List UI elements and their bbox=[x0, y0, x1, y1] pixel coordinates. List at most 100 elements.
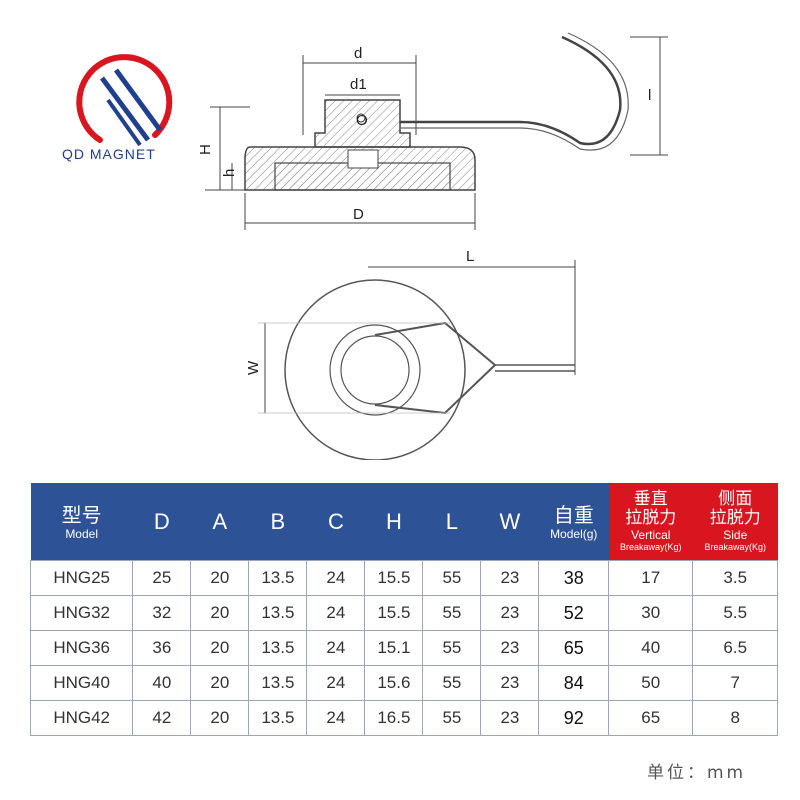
header-vertical-zh2: 拉脱力 bbox=[625, 508, 677, 528]
header-h: H bbox=[364, 483, 423, 561]
cell-vertical-breakaway: 65 bbox=[608, 700, 694, 736]
header-weight-zh: 自重 bbox=[553, 502, 594, 527]
cell-a: 20 bbox=[190, 700, 250, 736]
cell-side-breakaway: 5.5 bbox=[692, 595, 778, 631]
header-side-breakaway: 侧面 拉脱力 Side Breakaway(Kg) bbox=[692, 483, 778, 561]
top-view-drawing: L W bbox=[245, 248, 576, 460]
header-weight: 自重 Model(g) bbox=[538, 483, 609, 561]
cell-h: 15.1 bbox=[364, 630, 424, 666]
cell-c: 24 bbox=[306, 560, 366, 596]
header-model-en: Model bbox=[65, 526, 98, 541]
cell-weight: 38 bbox=[538, 560, 610, 596]
header-vertical-en1: Vertical bbox=[631, 528, 671, 542]
cell-weight: 92 bbox=[538, 700, 610, 736]
dim-label-d1: d1 bbox=[350, 76, 367, 93]
cell-l: 55 bbox=[422, 665, 482, 701]
cell-d: 32 bbox=[132, 595, 192, 631]
logo-stroke bbox=[106, 98, 142, 147]
dim-label-W: W bbox=[245, 360, 262, 375]
cell-side-breakaway: 7 bbox=[692, 665, 778, 701]
cell-d: 40 bbox=[132, 665, 192, 701]
header-w: W bbox=[480, 483, 539, 561]
boss-inner bbox=[340, 335, 410, 405]
cell-model: HNG40 bbox=[29, 665, 134, 701]
dim-label-L: L bbox=[466, 248, 474, 265]
logo-stroke bbox=[113, 68, 163, 132]
header-d: D bbox=[132, 483, 191, 561]
cell-side-breakaway: 6.5 bbox=[692, 630, 778, 666]
cell-l: 55 bbox=[422, 595, 482, 631]
cell-weight: 65 bbox=[538, 630, 610, 666]
cell-l: 55 bbox=[422, 630, 482, 666]
cell-h: 16.5 bbox=[364, 700, 424, 736]
cell-side-breakaway: 3.5 bbox=[692, 560, 778, 596]
cell-c: 24 bbox=[306, 700, 366, 736]
cell-model: HNG42 bbox=[29, 700, 134, 736]
cell-h: 15.6 bbox=[364, 665, 424, 701]
cell-h: 15.5 bbox=[364, 595, 424, 631]
logo-text: QD MAGNET bbox=[62, 146, 156, 162]
cell-model: HNG36 bbox=[29, 630, 134, 666]
header-a: A bbox=[190, 483, 249, 561]
hook-wire-inner bbox=[400, 32, 629, 151]
header-vertical-en2: Breakaway(Kg) bbox=[620, 542, 682, 552]
dim-label-D: D bbox=[353, 206, 364, 223]
header-weight-en: Model(g) bbox=[550, 526, 598, 541]
hook-wire bbox=[400, 35, 622, 146]
cell-w: 23 bbox=[480, 665, 540, 701]
cell-a: 20 bbox=[190, 665, 250, 701]
cell-l: 55 bbox=[422, 700, 482, 736]
header-l: L bbox=[422, 483, 481, 561]
dim-label-d: d bbox=[354, 45, 362, 62]
spec-table: 型号 Model D A B C H L W 自重 Model(g) 垂直 拉脱… bbox=[29, 483, 778, 736]
cell-vertical-breakaway: 50 bbox=[608, 665, 694, 701]
cell-h: 15.5 bbox=[364, 560, 424, 596]
cell-weight: 52 bbox=[538, 595, 610, 631]
cell-w: 23 bbox=[480, 560, 540, 596]
cell-c: 24 bbox=[306, 595, 366, 631]
header-vertical-breakaway: 垂直 拉脱力 Vertical Breakaway(Kg) bbox=[608, 483, 693, 561]
cell-a: 20 bbox=[190, 630, 250, 666]
header-c: C bbox=[306, 483, 365, 561]
cell-a: 20 bbox=[190, 595, 250, 631]
magnet-outline bbox=[284, 279, 466, 460]
cell-w: 23 bbox=[480, 595, 540, 631]
unit-note: 单位：mm bbox=[647, 763, 747, 783]
cell-b: 13.5 bbox=[248, 595, 308, 631]
dim-label-l: l bbox=[648, 87, 651, 104]
cell-side-breakaway: 8 bbox=[692, 700, 778, 736]
cell-d: 42 bbox=[132, 700, 192, 736]
cell-vertical-breakaway: 17 bbox=[608, 560, 694, 596]
header-side-en1: Side bbox=[723, 528, 748, 542]
cell-a: 20 bbox=[190, 560, 250, 596]
header-model: 型号 Model bbox=[30, 483, 133, 561]
cell-d: 36 bbox=[132, 630, 192, 666]
cell-b: 13.5 bbox=[248, 630, 308, 666]
cell-c: 24 bbox=[306, 665, 366, 701]
cell-w: 23 bbox=[480, 630, 540, 666]
cell-model: HNG25 bbox=[29, 560, 134, 596]
cell-w: 23 bbox=[480, 700, 540, 736]
dim-label-H: H bbox=[197, 144, 214, 155]
pivot-hole bbox=[356, 113, 366, 123]
cell-model: HNG32 bbox=[29, 595, 134, 631]
header-side-zh2: 拉脱力 bbox=[709, 508, 761, 528]
dim-label-o: O bbox=[356, 112, 368, 129]
hook-top-stem bbox=[495, 364, 575, 372]
cell-d: 25 bbox=[132, 560, 192, 596]
header-model-zh: 型号 bbox=[61, 502, 102, 527]
center-boss bbox=[314, 99, 411, 148]
cell-b: 13.5 bbox=[248, 665, 308, 701]
cell-vertical-breakaway: 40 bbox=[608, 630, 694, 666]
cell-b: 13.5 bbox=[248, 560, 308, 596]
boss-outline bbox=[329, 324, 421, 416]
dim-label-h: h bbox=[221, 169, 238, 177]
header-vertical-zh1: 垂直 bbox=[633, 489, 668, 509]
qd-magnet-logo bbox=[76, 54, 173, 147]
